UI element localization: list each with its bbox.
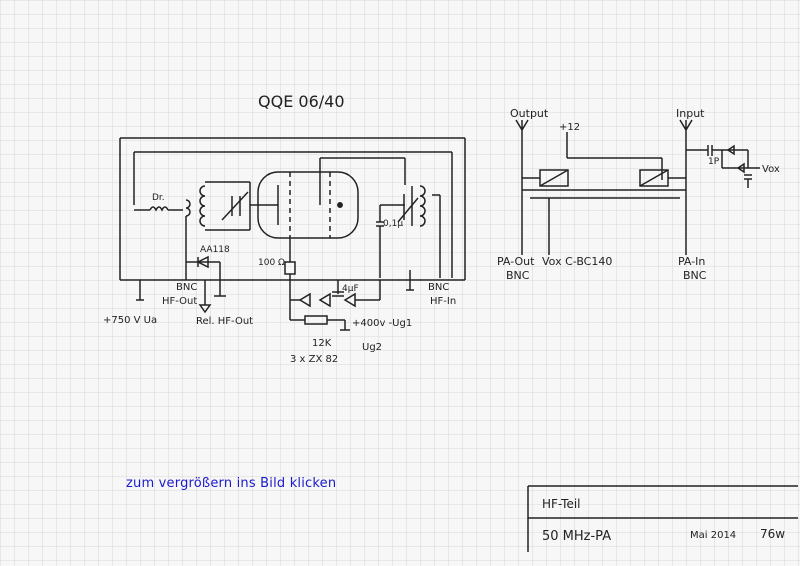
cap-4uf-label: 4µF (342, 284, 359, 294)
zener-2 (318, 292, 331, 308)
res-12k-label: 12K (312, 338, 332, 349)
pa-out-label: PA-Out (497, 255, 535, 268)
diode-aa118 (196, 255, 209, 269)
vox-label: Vox (762, 164, 780, 175)
title-line1: HF-Teil (542, 497, 581, 511)
output-antenna-icon (515, 119, 529, 138)
hf-in-label: HF-In (430, 296, 456, 307)
zener-1 (298, 292, 311, 308)
plus12-label: +12 (559, 122, 580, 133)
title-line2: 50 MHz-PA (542, 529, 611, 544)
aa118-label: AA118 (200, 245, 230, 255)
tube-type-label: QQE 06/40 (258, 92, 345, 111)
dr-label: Dr. (152, 193, 165, 203)
vox-relay-label: Vox C-BC140 (542, 255, 612, 268)
bnc-out-label: BNC (176, 282, 197, 293)
bnc-in-label: BNC (428, 282, 449, 293)
res-100-label: 100 Ω (258, 258, 285, 268)
input-coil (199, 185, 206, 227)
link-coil (185, 199, 191, 217)
right-schematic (515, 119, 760, 255)
pa-in-bnc-label: BNC (683, 269, 707, 282)
ug2-label: Ug2 (362, 342, 382, 353)
cap-1p-label: 1P (708, 157, 720, 167)
title-sign: 76w (760, 527, 785, 541)
rf-choke (149, 206, 169, 212)
output-label: Output (510, 107, 549, 120)
supply-ua-label: +750 V Ua (103, 315, 157, 326)
hf-out-label: HF-Out (162, 296, 197, 307)
title-date: Mai 2014 (690, 530, 736, 541)
zener-label: 3 x ZX 82 (290, 354, 338, 365)
pa-in-label: PA-In (678, 255, 705, 268)
ug1-label: +400v -Ug1 (352, 318, 412, 329)
rel-hf-out-label: Rel. HF-Out (196, 316, 253, 327)
click-to-enlarge-link[interactable]: zum vergrößern ins Bild klicken (126, 476, 337, 491)
pa-out-bnc-label: BNC (506, 269, 530, 282)
left-schematic (119, 137, 466, 331)
input-antenna-icon (679, 119, 693, 138)
title-block (527, 485, 798, 552)
cap-01-label: 0,1µ (383, 219, 403, 229)
output-coil (419, 185, 426, 227)
input-label: Input (676, 107, 705, 120)
